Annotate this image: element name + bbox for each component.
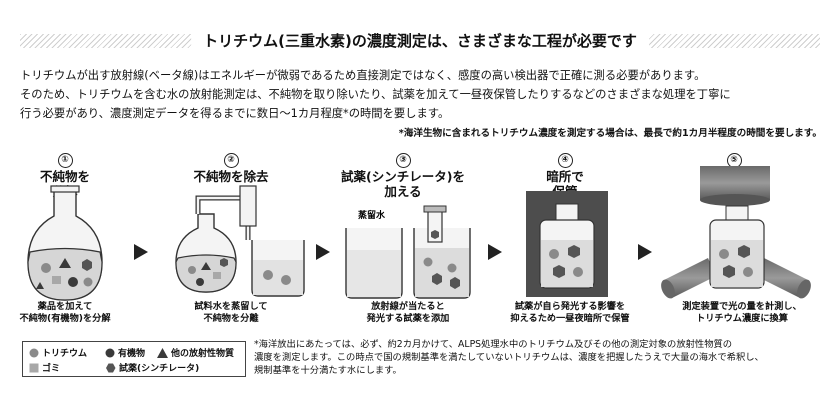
reagent-hexagon-icon: [82, 259, 92, 271]
step-number: ③: [395, 153, 411, 168]
step-2-heading: ② 不純物を除去: [171, 147, 291, 184]
reagent-hexagon-icon: [432, 273, 442, 285]
reagent-hexagon-icon: [723, 265, 735, 278]
tritium-icon: [41, 263, 51, 273]
step-2-caption: 試料水を蒸留して 不純物を分離: [194, 301, 268, 324]
arrow-icon: [316, 244, 330, 260]
reagent-hexagon-icon: [431, 230, 439, 239]
step-5-caption: 測定装置で光の量を計測し、 トリチウム濃度に換算: [682, 301, 802, 324]
distilled-water-label: 蒸留水: [358, 209, 386, 221]
tritium-icon: [281, 275, 291, 285]
legend-tritium: トリチウム: [29, 346, 87, 359]
dust-square-icon: [52, 276, 61, 284]
title-bar: トリチウム(三重水素)の濃度測定は、さまざまな工程が必要です: [20, 28, 820, 56]
tritium-icon: [423, 257, 433, 267]
legend-dust: ゴミ: [29, 361, 60, 374]
footnote: *海洋生物に含まれるトリチウム濃度を測定する場合は、最長で約1カ月半程度の時間を…: [398, 128, 822, 139]
tritium-icon: [188, 266, 196, 274]
reagent-hexagon-icon: [450, 277, 460, 289]
legend-other-radioactive: 他の放射性物質: [157, 346, 234, 359]
page-title: トリチウム(三重水素)の濃度測定は、さまざまな工程が必要です: [191, 28, 649, 54]
tritium-icon: [83, 277, 93, 287]
flask-step-1: [27, 185, 103, 301]
tritium-icon: [447, 263, 457, 273]
tritium-icon: [719, 249, 729, 259]
measurement-step-5: [661, 166, 811, 299]
step-3-caption: 放射線が当たると 発光する試薬を添加: [366, 301, 450, 324]
reagent-hexagon-icon: [738, 245, 750, 258]
tritium-icon: [573, 267, 583, 277]
reagent-hexagon-icon: [553, 265, 565, 278]
legend-organic: 有機物: [105, 346, 145, 359]
step-label: 不純物を除去: [193, 169, 269, 184]
arrow-icon: [134, 244, 148, 260]
legend: トリチウム 有機物 他の放射性物質 ゴミ 試薬(シンチレータ): [22, 341, 246, 377]
step-4-caption: 試薬が自ら発光する影響を 抑えるため一昼夜暗所で保管: [510, 301, 630, 324]
radioactive-triangle-icon: [201, 262, 211, 270]
dust-square-icon: [213, 272, 221, 279]
legend-reagent: 試薬(シンチレータ): [105, 361, 199, 374]
radioactive-triangle-icon: [36, 282, 44, 289]
tritium-icon: [743, 267, 753, 277]
reagent-hexagon-icon: [568, 245, 580, 258]
step-number: ④: [557, 153, 573, 168]
distillation-step-2: [175, 185, 305, 297]
release-note: *海洋放出にあたっては、必ず、約2カ月かけて、ALPS処理水中のトリチウム及びそ…: [254, 339, 764, 377]
radioactive-triangle-icon: [59, 258, 71, 268]
organic-icon: [68, 277, 78, 287]
step-number: ②: [223, 153, 239, 168]
reagent-hexagon-icon: [220, 258, 228, 267]
step-3-heading: ③ 試薬(シンチレータ)を 加える: [333, 147, 473, 199]
tritium-icon: [549, 249, 559, 259]
dark-storage-step-4: [526, 191, 608, 297]
step-number: ①: [57, 153, 73, 168]
arrow-icon: [488, 244, 502, 260]
step-label: 試薬(シンチレータ)を 加える: [341, 169, 465, 199]
tritium-icon: [263, 270, 273, 280]
organic-icon: [196, 278, 204, 286]
step-1-caption: 薬品を加えて 不純物(有機物)を分解: [19, 301, 111, 324]
arrow-icon: [638, 244, 652, 260]
intro-paragraph: トリチウムが出す放射線(ベータ線)はエネルギーが微弱であるため直接測定ではなく、…: [20, 69, 731, 120]
reagent-step-3: [345, 205, 471, 299]
